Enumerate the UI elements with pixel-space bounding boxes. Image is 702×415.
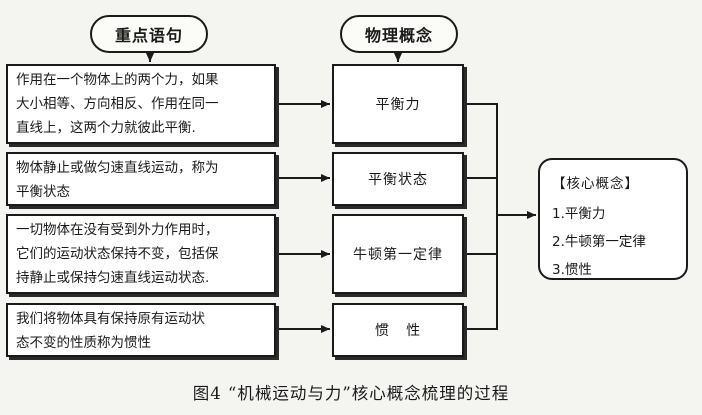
sentence-box-1: 作用在一个物体上的两个力，如果 大小相等、方向相反、作用在同一 直线上，这两个力… [6, 64, 276, 144]
sentence-box-2: 物体静止或做匀速直线运动，称为 平衡状态 [6, 152, 276, 206]
sentence-box-3: 一切物体在没有受到外力作用时， 它们的运动状态保持不变，包括保 持静止或保持匀速… [6, 214, 276, 294]
core-item-1: 1.平衡力 [552, 206, 606, 222]
concept-inertia: 惯 性 [332, 303, 464, 357]
core-concepts-title: 【核心概念】 [552, 176, 639, 192]
sentence-2-line-2: 平衡状态 [16, 184, 70, 200]
sentence-box-4: 我们将物体具有保持原有运动状 态不变的性质称为惯性 [6, 303, 276, 357]
concept-2-label: 平衡状态 [368, 172, 428, 188]
sentence-1-line-3: 直线上，这两个力就彼此平衡. [16, 120, 196, 136]
concept-4-label: 惯 性 [374, 323, 422, 339]
header-physics-concepts-label: 物理概念 [364, 26, 433, 45]
concept-3-label: 牛顿第一定律 [353, 247, 443, 263]
sentence-4-line-1: 我们将物体具有保持原有运动状 [16, 311, 205, 327]
core-concepts-box: 【核心概念】 1.平衡力 2.牛顿第一定律 3.惯性 [538, 158, 688, 280]
sentence-3-line-1: 一切物体在没有受到外力作用时， [16, 222, 219, 238]
figure-caption: 图4 “机械运动与力”核心概念梳理的过程 [192, 384, 510, 403]
header-key-sentences-label: 重点语句 [114, 26, 183, 45]
sentence-1-line-1: 作用在一个物体上的两个力，如果 [16, 72, 219, 88]
header-physics-concepts: 物理概念 [340, 15, 458, 53]
sentence-4-line-2: 态不变的性质称为惯性 [16, 335, 151, 351]
concept-balanced-force: 平衡力 [332, 64, 464, 144]
header-key-sentences: 重点语句 [90, 15, 208, 53]
core-item-3: 3.惯性 [552, 262, 592, 278]
sentence-3-line-3: 持静止或保持匀速直线运动状态. [16, 270, 210, 286]
sentence-3-line-2: 它们的运动状态保持不变，包括保 [16, 246, 219, 262]
sentence-1-line-2: 大小相等、方向相反、作用在同一 [16, 96, 219, 112]
concept-equilibrium-state: 平衡状态 [332, 152, 464, 206]
sentence-2-line-1: 物体静止或做匀速直线运动，称为 [16, 160, 219, 176]
core-item-2: 2.牛顿第一定律 [552, 234, 646, 250]
concept-1-label: 平衡力 [375, 97, 421, 113]
concept-newton-first-law: 牛顿第一定律 [332, 214, 464, 294]
